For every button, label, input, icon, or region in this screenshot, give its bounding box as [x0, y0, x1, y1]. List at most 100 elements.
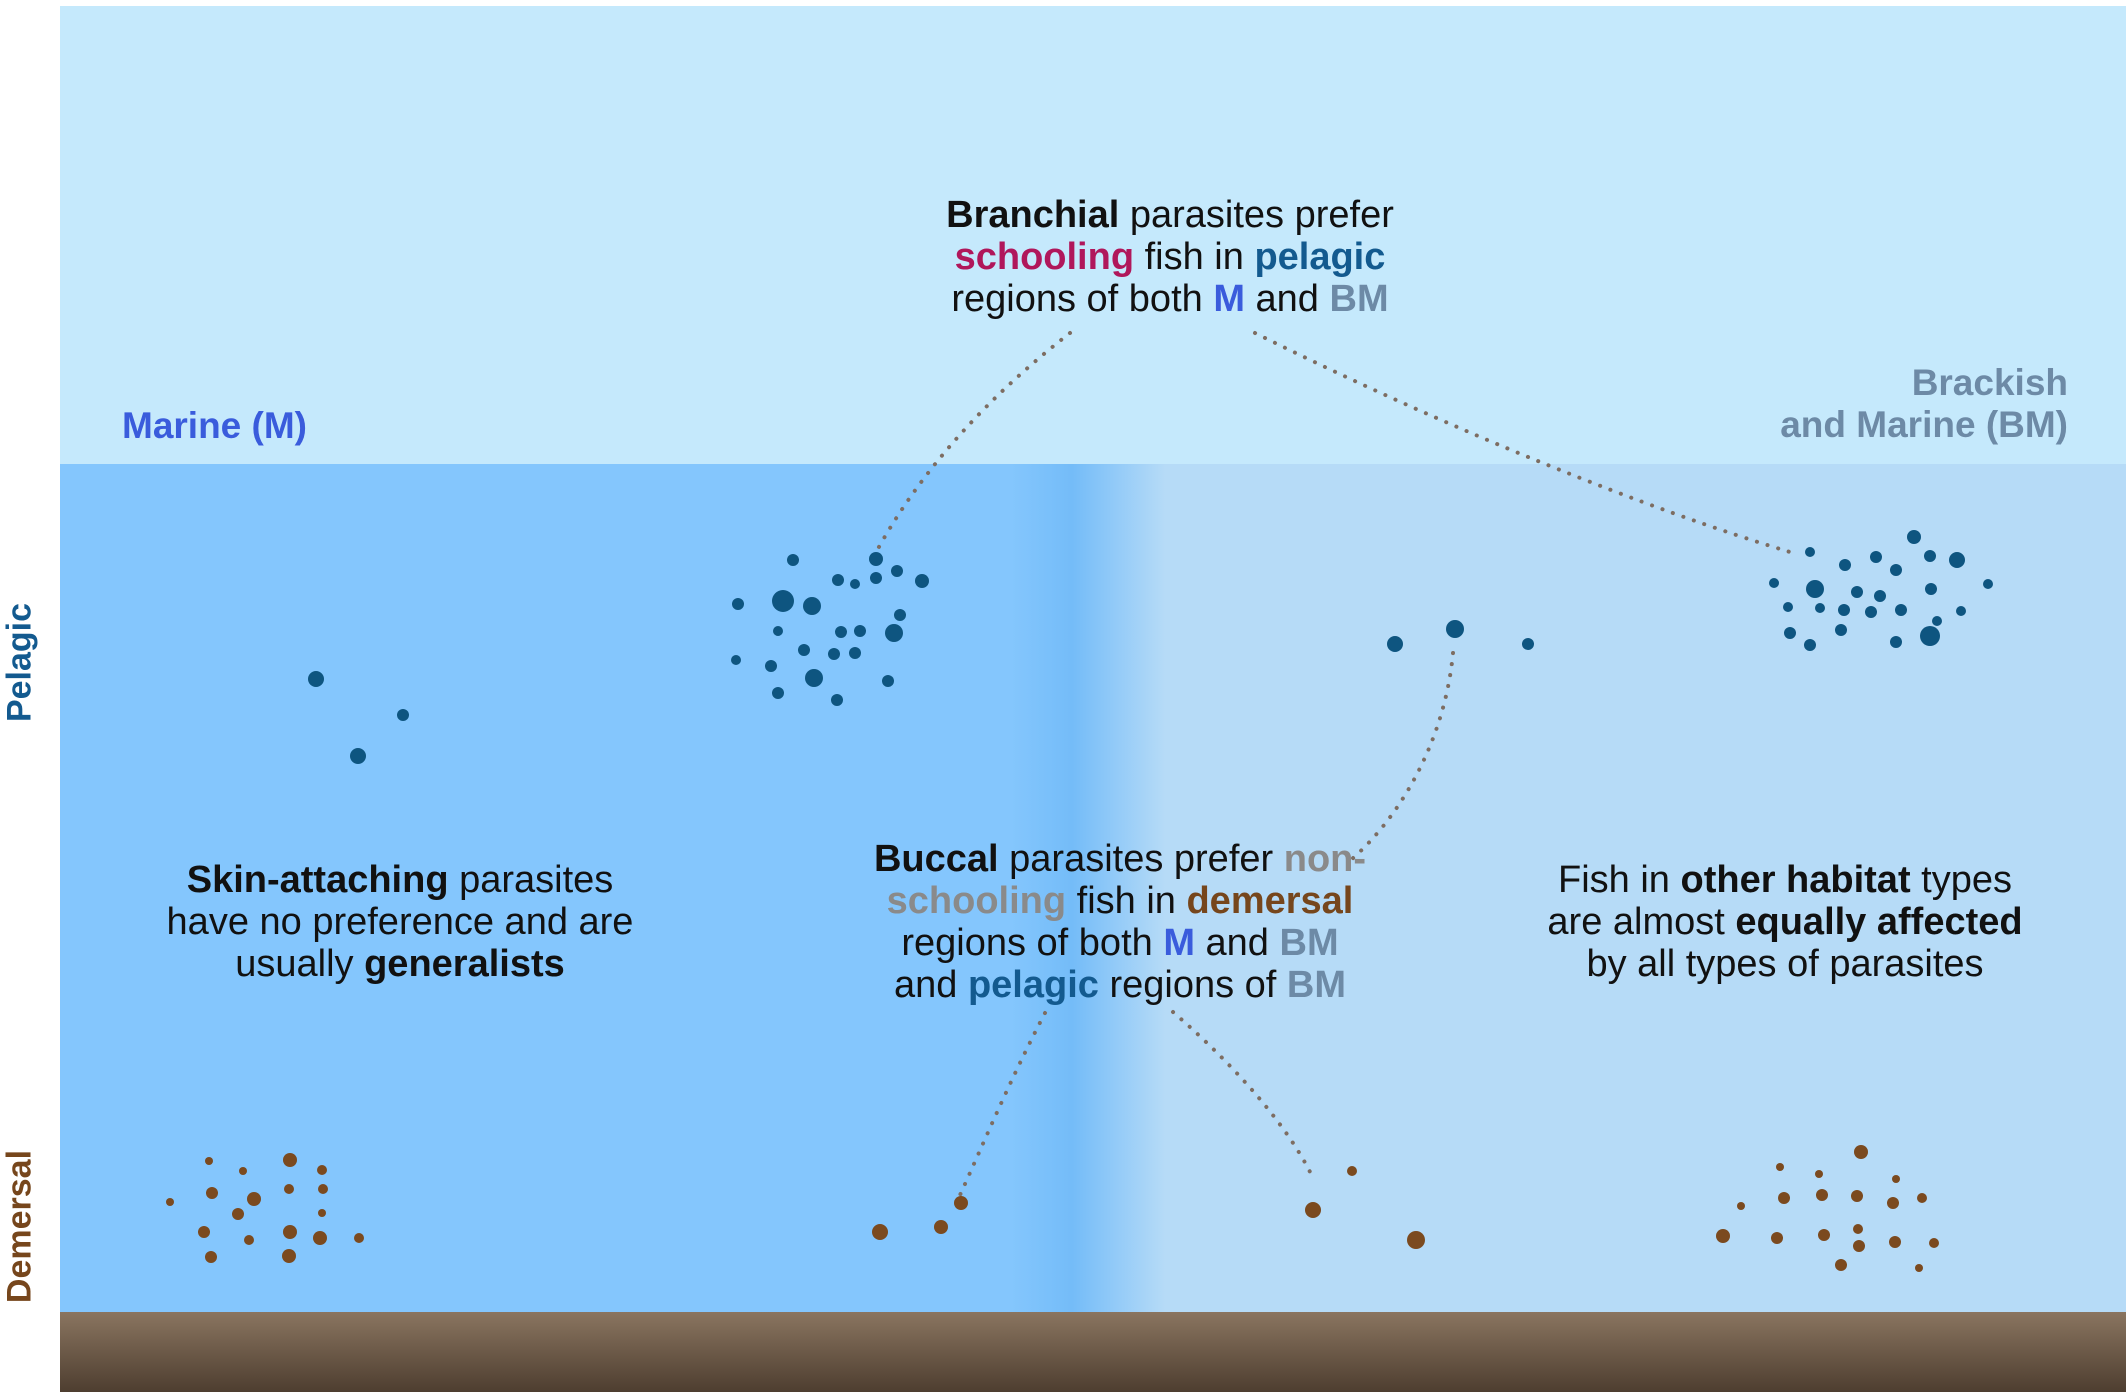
fish-dot	[1806, 580, 1824, 598]
fish-dot	[1838, 604, 1850, 616]
other-line-2: are almost equally affected	[1500, 901, 2070, 943]
fish-dot	[1407, 1231, 1425, 1249]
fish-dot	[1851, 1190, 1863, 1202]
other-habitat-term: other habitat	[1680, 859, 1911, 901]
fish-dot	[313, 1231, 327, 1245]
fish-dot	[1929, 1238, 1939, 1248]
brackish-marine-region-label: Brackish and Marine (BM)	[1780, 362, 2068, 446]
fish-dot	[1890, 636, 1902, 648]
buccal-annotation: Buccal parasites prefer non- schooling f…	[800, 838, 1440, 1006]
other-text: Fish in	[1558, 859, 1681, 901]
fish-dot	[317, 1165, 327, 1175]
fish-dot	[1305, 1202, 1321, 1218]
fish-dot	[318, 1209, 326, 1217]
fish-dot	[1907, 530, 1921, 544]
buccal-to-bm-demersal	[1171, 1010, 1314, 1178]
branchial-line-1: Branchial parasites prefer	[830, 194, 1510, 236]
buccal-line-1: Buccal parasites prefer non-	[800, 838, 1440, 880]
fish-dot	[283, 1153, 297, 1167]
fish-dot	[805, 669, 823, 687]
fish-dot	[166, 1198, 174, 1206]
bm-abbrev: BM	[1279, 922, 1339, 964]
pelagic-term: pelagic	[1254, 236, 1386, 278]
buccal-to-bm-pelagic	[1343, 651, 1455, 867]
sky-band	[60, 6, 2126, 464]
demersal-solitary-marine	[872, 1196, 968, 1240]
other-line-1: Fish in other habitat types	[1500, 859, 2070, 901]
branchial-text: regions of both	[951, 278, 1214, 320]
fish-dot	[1776, 1163, 1784, 1171]
fish-dot	[1815, 603, 1825, 613]
fish-dot	[282, 1249, 296, 1263]
fish-dot	[894, 609, 906, 621]
fish-dot	[787, 554, 799, 566]
fish-dot	[765, 660, 777, 672]
fish-dot	[1815, 1170, 1823, 1178]
buccal-term: Buccal	[873, 838, 999, 880]
fish-dot	[934, 1220, 948, 1234]
pelagic-school-marine	[731, 552, 929, 706]
equally-affected-term: equally affected	[1735, 901, 2023, 943]
skin-text: parasites	[448, 859, 614, 901]
fish-dot	[1956, 606, 1966, 616]
fish-dot	[1716, 1229, 1730, 1243]
fish-dot	[239, 1167, 247, 1175]
fish-dot	[1854, 1145, 1868, 1159]
bm-label-line2: and Marine (BM)	[1780, 404, 2068, 445]
skin-text: usually	[235, 943, 365, 985]
fish-dot	[1805, 547, 1815, 557]
fish-dot	[1839, 559, 1851, 571]
fish-layer	[166, 530, 1993, 1272]
fish-dot	[1818, 1229, 1830, 1241]
fish-dot	[772, 687, 784, 699]
water-body	[60, 464, 2126, 1312]
other-habitat-annotation: Fish in other habitat types are almost e…	[1500, 859, 2070, 985]
branchial-term: Branchial	[946, 194, 1120, 236]
fish-dot	[1924, 550, 1936, 562]
fish-dot	[835, 626, 847, 638]
fish-dot	[832, 574, 844, 586]
schooling-term: schooling	[954, 236, 1135, 278]
fish-dot	[732, 598, 744, 610]
fish-dot	[1522, 638, 1534, 650]
connector-lines	[872, 331, 1792, 1197]
non-schooling-term-part1: non-	[1283, 838, 1367, 880]
fish-dot	[850, 579, 860, 589]
fish-dot	[397, 709, 409, 721]
fish-dot	[1387, 636, 1403, 652]
fish-dot	[831, 694, 843, 706]
marine-abbrev: M	[1163, 922, 1195, 964]
buccal-text: fish in	[1066, 880, 1187, 922]
fish-dot	[803, 597, 821, 615]
fish-dot	[1853, 1224, 1863, 1234]
fish-dot	[1778, 1192, 1790, 1204]
buccal-line-4: and pelagic regions of BM	[800, 964, 1440, 1006]
fish-dot	[1887, 1197, 1899, 1209]
fish-dot	[849, 647, 861, 659]
fish-dot	[954, 1196, 968, 1210]
fish-dot	[1870, 551, 1882, 563]
fish-dot	[1771, 1232, 1783, 1244]
branchial-text: parasites prefer	[1119, 194, 1394, 236]
fish-dot	[205, 1251, 217, 1263]
marine-region-label: Marine (M)	[122, 405, 307, 446]
fish-dot	[284, 1184, 294, 1194]
demersal-school-marine	[166, 1153, 364, 1263]
demersal-term: demersal	[1186, 880, 1354, 922]
fish-dot	[283, 1225, 297, 1239]
fish-dot	[1446, 620, 1464, 638]
buccal-text: regions of both	[901, 922, 1164, 964]
branchial-text: fish in	[1134, 236, 1255, 278]
fish-dot	[1816, 1189, 1828, 1201]
other-text: are almost	[1547, 901, 1736, 943]
fish-dot	[232, 1208, 244, 1220]
skin-line-2: have no preference and are	[166, 901, 634, 943]
generalists-term: generalists	[364, 943, 565, 985]
fish-dot	[869, 552, 883, 566]
seabed	[60, 1312, 2126, 1392]
fish-dot	[872, 1224, 888, 1240]
marine-abbrev: M	[1213, 278, 1245, 320]
bm-label-line1: Brackish	[1911, 362, 2068, 403]
fish-dot	[1804, 639, 1816, 651]
